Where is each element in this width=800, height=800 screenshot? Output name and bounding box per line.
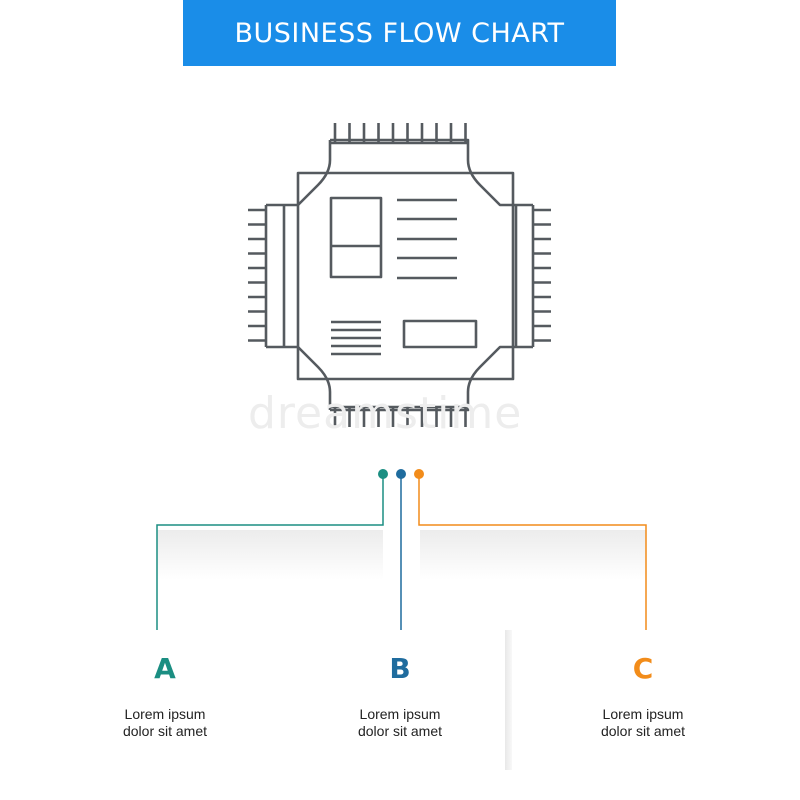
step-text-a: Lorem ipsum dolor sit amet xyxy=(34,706,296,740)
step-letter-a: A xyxy=(154,652,176,685)
step-text-c: Lorem ipsum dolor sit amet xyxy=(512,706,774,740)
watermark-text: dreamstime xyxy=(248,388,523,438)
step-text-line2: dolor sit amet xyxy=(122,723,208,739)
connector-band-a xyxy=(157,530,383,580)
connector-a xyxy=(156,474,384,640)
step-panel-c: C Lorem ipsum dolor sit amet xyxy=(512,630,774,770)
dot-c xyxy=(414,469,424,479)
step-letter-b: B xyxy=(389,652,411,685)
dot-b xyxy=(396,469,406,479)
step-text-line2: dolor sit amet xyxy=(600,723,686,739)
title-banner: BUSINESS FLOW CHART xyxy=(183,0,616,66)
connector-c xyxy=(418,474,647,640)
step-text-b: Lorem ipsum dolor sit amet xyxy=(269,706,531,740)
dot-a xyxy=(378,469,388,479)
step-text-line1: Lorem ipsum xyxy=(602,706,684,722)
connector-band-c xyxy=(420,530,646,580)
step-text-line1: Lorem ipsum xyxy=(124,706,206,722)
step-panel-b: B Lorem ipsum dolor sit amet xyxy=(269,630,531,770)
panel-shadow xyxy=(505,630,515,770)
step-panel-a: A Lorem ipsum dolor sit amet xyxy=(34,630,296,770)
step-text-line2: dolor sit amet xyxy=(357,723,443,739)
page-title: BUSINESS FLOW CHART xyxy=(234,17,565,49)
step-letter-c: C xyxy=(632,652,654,685)
step-text-line1: Lorem ipsum xyxy=(359,706,441,722)
